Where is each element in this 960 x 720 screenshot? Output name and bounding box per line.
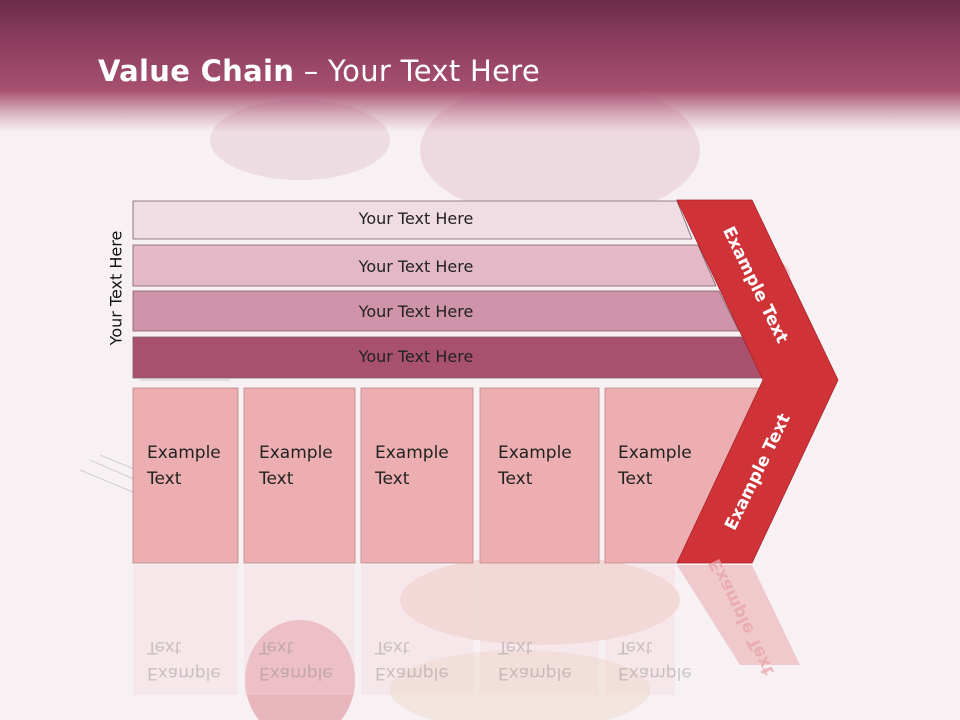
red-brush-shape (245, 620, 355, 720)
support-bar-label-4: Your Text Here (358, 347, 474, 366)
primary-column-3[interactable] (360, 387, 474, 564)
primary-column-1[interactable] (132, 387, 239, 564)
support-bar-3[interactable] (132, 290, 740, 332)
title-bold: Value Chain (98, 54, 295, 88)
column-reflection-4 (480, 565, 599, 695)
support-bar-label-1: Your Text Here (358, 209, 474, 228)
reflection-label-4: Example Text (498, 637, 572, 683)
column-reflection-3 (361, 565, 473, 695)
title-bar (0, 0, 960, 132)
support-bar-2[interactable] (132, 244, 717, 287)
reflection-label-3: Example Text (375, 637, 449, 683)
primary-column-2[interactable] (243, 387, 356, 564)
support-bar-label-2: Your Text Here (358, 257, 474, 276)
reflection-label-5: Example Text (618, 637, 692, 683)
column-reflection-1 (133, 565, 238, 695)
foundation-splash-shape (400, 555, 680, 645)
column-reflection-2 (244, 565, 355, 695)
cream-shape (390, 650, 650, 720)
reflection-label-1: Example Text (147, 637, 221, 683)
chevron-reflection (677, 565, 800, 665)
primary-column-4[interactable] (479, 387, 600, 564)
primary-column-label-3: Example Text (375, 443, 449, 489)
title-rest: – Your Text Here (294, 54, 540, 88)
column-reflection-5 (605, 565, 675, 695)
support-bar-label-3: Your Text Here (358, 302, 474, 321)
primary-column-label-4: Example Text (498, 443, 572, 489)
primary-column-label-2: Example Text (259, 443, 333, 489)
reflection-label-2: Example Text (259, 637, 333, 683)
margin-chevron[interactable] (676, 199, 839, 564)
primary-column-label-1: Example Text (147, 443, 221, 489)
primary-column-label-5: Example Text (618, 443, 692, 489)
slide-title: Value Chain – Your Text Here (98, 54, 540, 88)
support-bar-1[interactable] (132, 200, 693, 240)
